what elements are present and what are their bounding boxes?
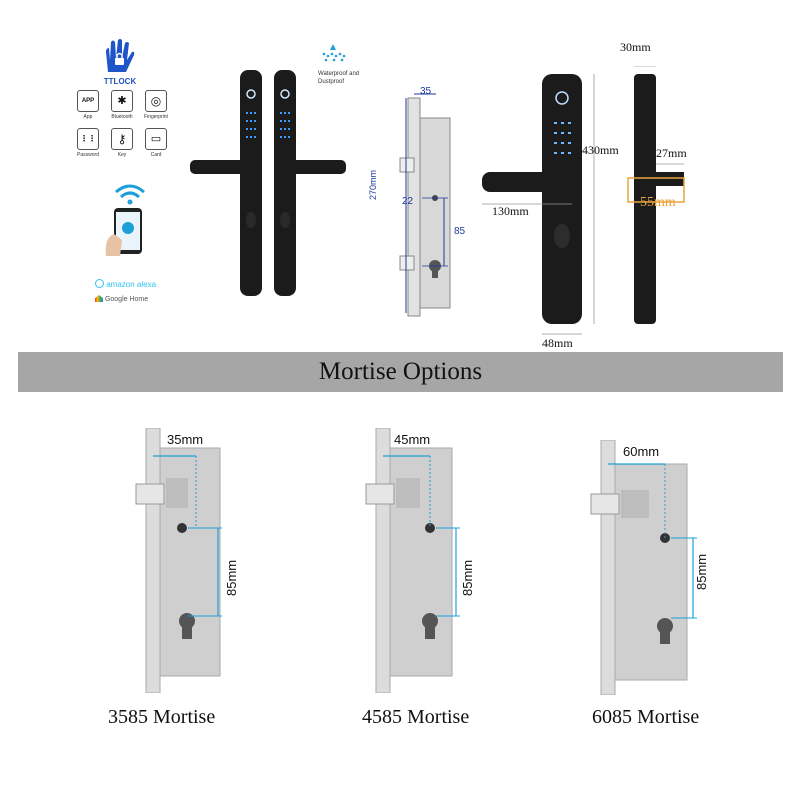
lock-dimension-drawing — [482, 66, 685, 335]
mortise-caption: 3585 Mortise — [108, 706, 216, 728]
lock-width-label: 48mm — [542, 336, 573, 350]
fingerprint-icon: ◎ — [145, 90, 167, 112]
alexa-icon — [95, 279, 104, 288]
handle-offset-label: 27mm — [656, 146, 687, 160]
feature-label: Password — [77, 152, 99, 158]
section-title: Mortise Options — [318, 358, 483, 385]
alexa-label: amazon alexa — [95, 279, 156, 289]
feature-label: Fingerprint — [144, 114, 168, 120]
backset-label: 60mm — [623, 444, 660, 459]
feature-label: Key — [117, 152, 127, 158]
keypad-icon: ⋮⋮ — [77, 128, 99, 150]
mortise-caption: 6085 Mortise — [592, 706, 700, 728]
handle-depth-label: 55mm — [640, 195, 676, 210]
center-distance-label: 85mm — [694, 553, 709, 590]
mortise-center-label: 85 — [454, 226, 466, 237]
mortise-drawing — [399, 93, 451, 317]
backset-label: 35mm — [167, 432, 204, 447]
feature-label: Card — [150, 152, 162, 158]
waterproof-label: Waterproof and Dustproof — [318, 71, 360, 85]
hand-logo-icon — [106, 39, 135, 72]
lock-height-label: 430mm — [582, 143, 619, 157]
section-banner — [18, 352, 783, 392]
google-home-icon — [95, 295, 103, 302]
feature-label: App — [83, 114, 93, 120]
ttlock-logo: TTLOCK — [100, 38, 140, 86]
card-icon: ▭ — [145, 128, 167, 150]
mortise-caption: 4585 Mortise — [362, 706, 470, 728]
google-home-label: Google Home — [95, 295, 148, 303]
feature-grid: APP App ✱ Bluetooth ◎ Fingerprint ⋮⋮ Pas… — [77, 90, 177, 165]
smart-lock-pair-image — [190, 70, 346, 296]
mortise-option-3585-image — [135, 428, 222, 693]
bluetooth-icon: ✱ — [111, 90, 133, 112]
center-distance-label: 85mm — [224, 559, 239, 596]
feature-label: Bluetooth — [111, 114, 133, 120]
mortise-option-4585-image — [365, 428, 460, 693]
mortise-length-label: 270mm — [368, 169, 378, 200]
waterproof-icon — [322, 44, 346, 62]
backset-label: 45mm — [394, 432, 431, 447]
mortise-option-6085-image — [590, 440, 697, 695]
center-distance-label: 85mm — [460, 559, 475, 596]
app-icon: APP — [77, 90, 99, 112]
wifi-phone-icon — [105, 184, 145, 256]
handle-length-label: 130mm — [492, 204, 529, 218]
lock-thickness-label: 30mm — [620, 40, 651, 54]
mortise-width-label: 35 — [420, 86, 432, 97]
key-icon: ⚷ — [111, 128, 133, 150]
brand-name: TTLOCK — [103, 77, 137, 86]
mortise-offset-label: 22 — [402, 196, 414, 207]
